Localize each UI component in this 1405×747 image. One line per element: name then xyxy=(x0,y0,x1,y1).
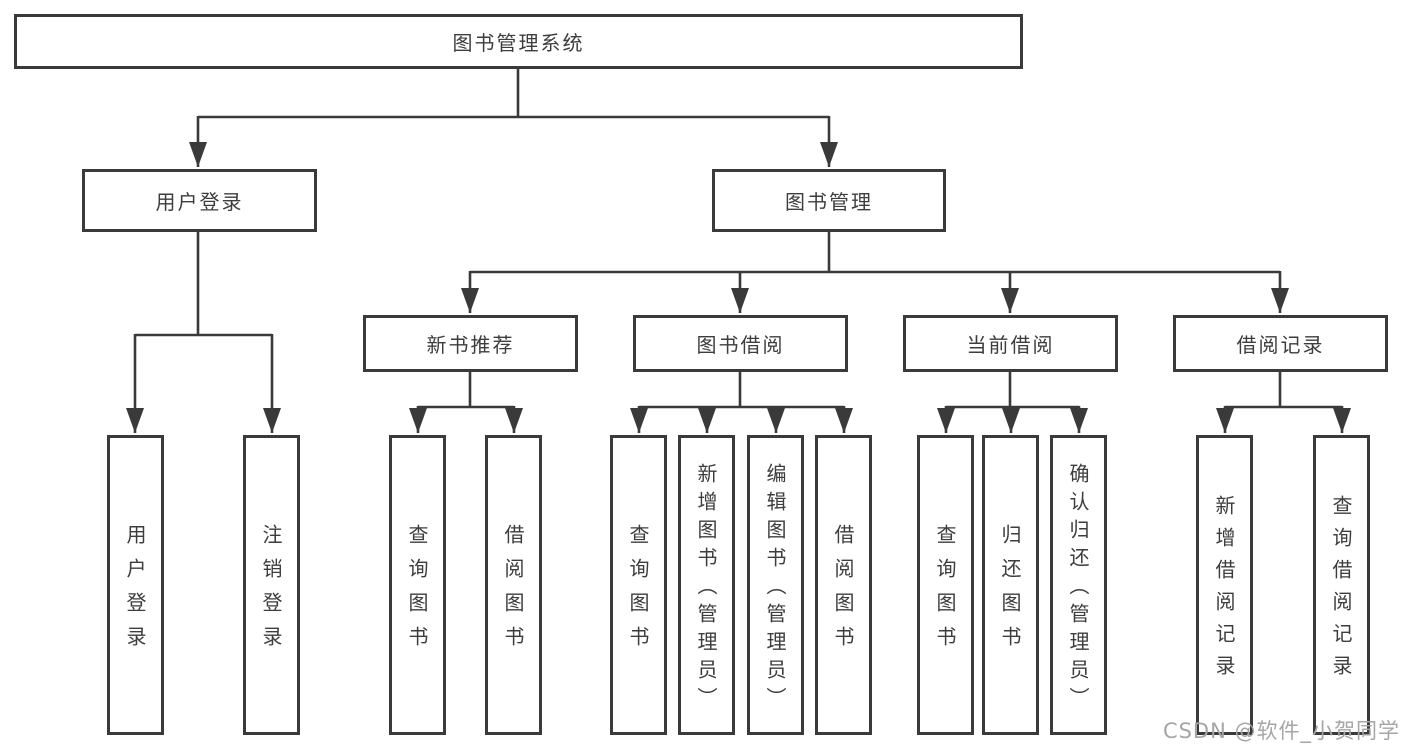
leaf-add-books-admin: 新增图书（管理员） xyxy=(678,435,735,735)
leaf-confirm-return-admin-label: 确认归还（管理员） xyxy=(1066,463,1090,715)
leaf-borrow-query-books: 查询图书 xyxy=(610,435,667,735)
leaf-return-books: 归还图书 xyxy=(982,435,1039,735)
node-user-login-label: 用户登录 xyxy=(155,190,244,214)
leaf-current-query-books-label: 查询图书 xyxy=(933,524,957,660)
leaf-logout-label: 注销登录 xyxy=(259,524,283,660)
node-new-book-recommendation: 新书推荐 xyxy=(363,315,578,372)
node-new-book-recommendation-label: 新书推荐 xyxy=(426,333,515,357)
leaf-confirm-return-admin: 确认归还（管理员） xyxy=(1050,435,1107,735)
leaf-query-borrow-record-label: 查询借阅记录 xyxy=(1329,495,1353,687)
leaf-add-borrow-record: 新增借阅记录 xyxy=(1196,435,1253,735)
node-book-borrowing: 图书借阅 xyxy=(633,315,848,372)
leaf-return-books-label: 归还图书 xyxy=(998,524,1022,660)
leaf-current-query-books: 查询图书 xyxy=(917,435,974,735)
leaf-borrow-borrow-books-label: 借阅图书 xyxy=(831,524,855,660)
node-root-system-label: 图书管理系统 xyxy=(452,31,585,55)
leaf-borrow-query-books-label: 查询图书 xyxy=(626,524,650,660)
node-user-login: 用户登录 xyxy=(82,169,317,232)
leaf-query-borrow-record: 查询借阅记录 xyxy=(1313,435,1370,735)
leaf-user-login-label: 用户登录 xyxy=(123,524,147,660)
leaf-newbook-query-books-label: 查询图书 xyxy=(405,524,429,660)
leaf-add-books-admin-label: 新增图书（管理员） xyxy=(694,463,718,715)
node-borrow-records: 借阅记录 xyxy=(1173,315,1388,372)
node-current-borrowing-label: 当前借阅 xyxy=(966,333,1055,357)
node-book-borrowing-label: 图书借阅 xyxy=(696,333,785,357)
node-borrow-records-label: 借阅记录 xyxy=(1236,333,1325,357)
csdn-watermark: CSDN @软件_小贺同学 xyxy=(1162,719,1400,743)
leaf-add-borrow-record-label: 新增借阅记录 xyxy=(1212,495,1236,687)
node-root-system: 图书管理系统 xyxy=(14,14,1023,69)
node-current-borrowing: 当前借阅 xyxy=(903,315,1118,372)
leaf-user-login: 用户登录 xyxy=(107,435,164,735)
node-book-management: 图书管理 xyxy=(712,169,946,232)
leaf-newbook-borrow-books-label: 借阅图书 xyxy=(501,524,525,660)
leaf-newbook-query-books: 查询图书 xyxy=(389,435,446,735)
leaf-logout: 注销登录 xyxy=(243,435,300,735)
node-book-management-label: 图书管理 xyxy=(785,190,873,214)
leaf-edit-books-admin: 编辑图书（管理员） xyxy=(747,435,804,735)
leaf-newbook-borrow-books: 借阅图书 xyxy=(485,435,542,735)
leaf-borrow-borrow-books: 借阅图书 xyxy=(815,435,872,735)
leaf-edit-books-admin-label: 编辑图书（管理员） xyxy=(763,463,787,715)
